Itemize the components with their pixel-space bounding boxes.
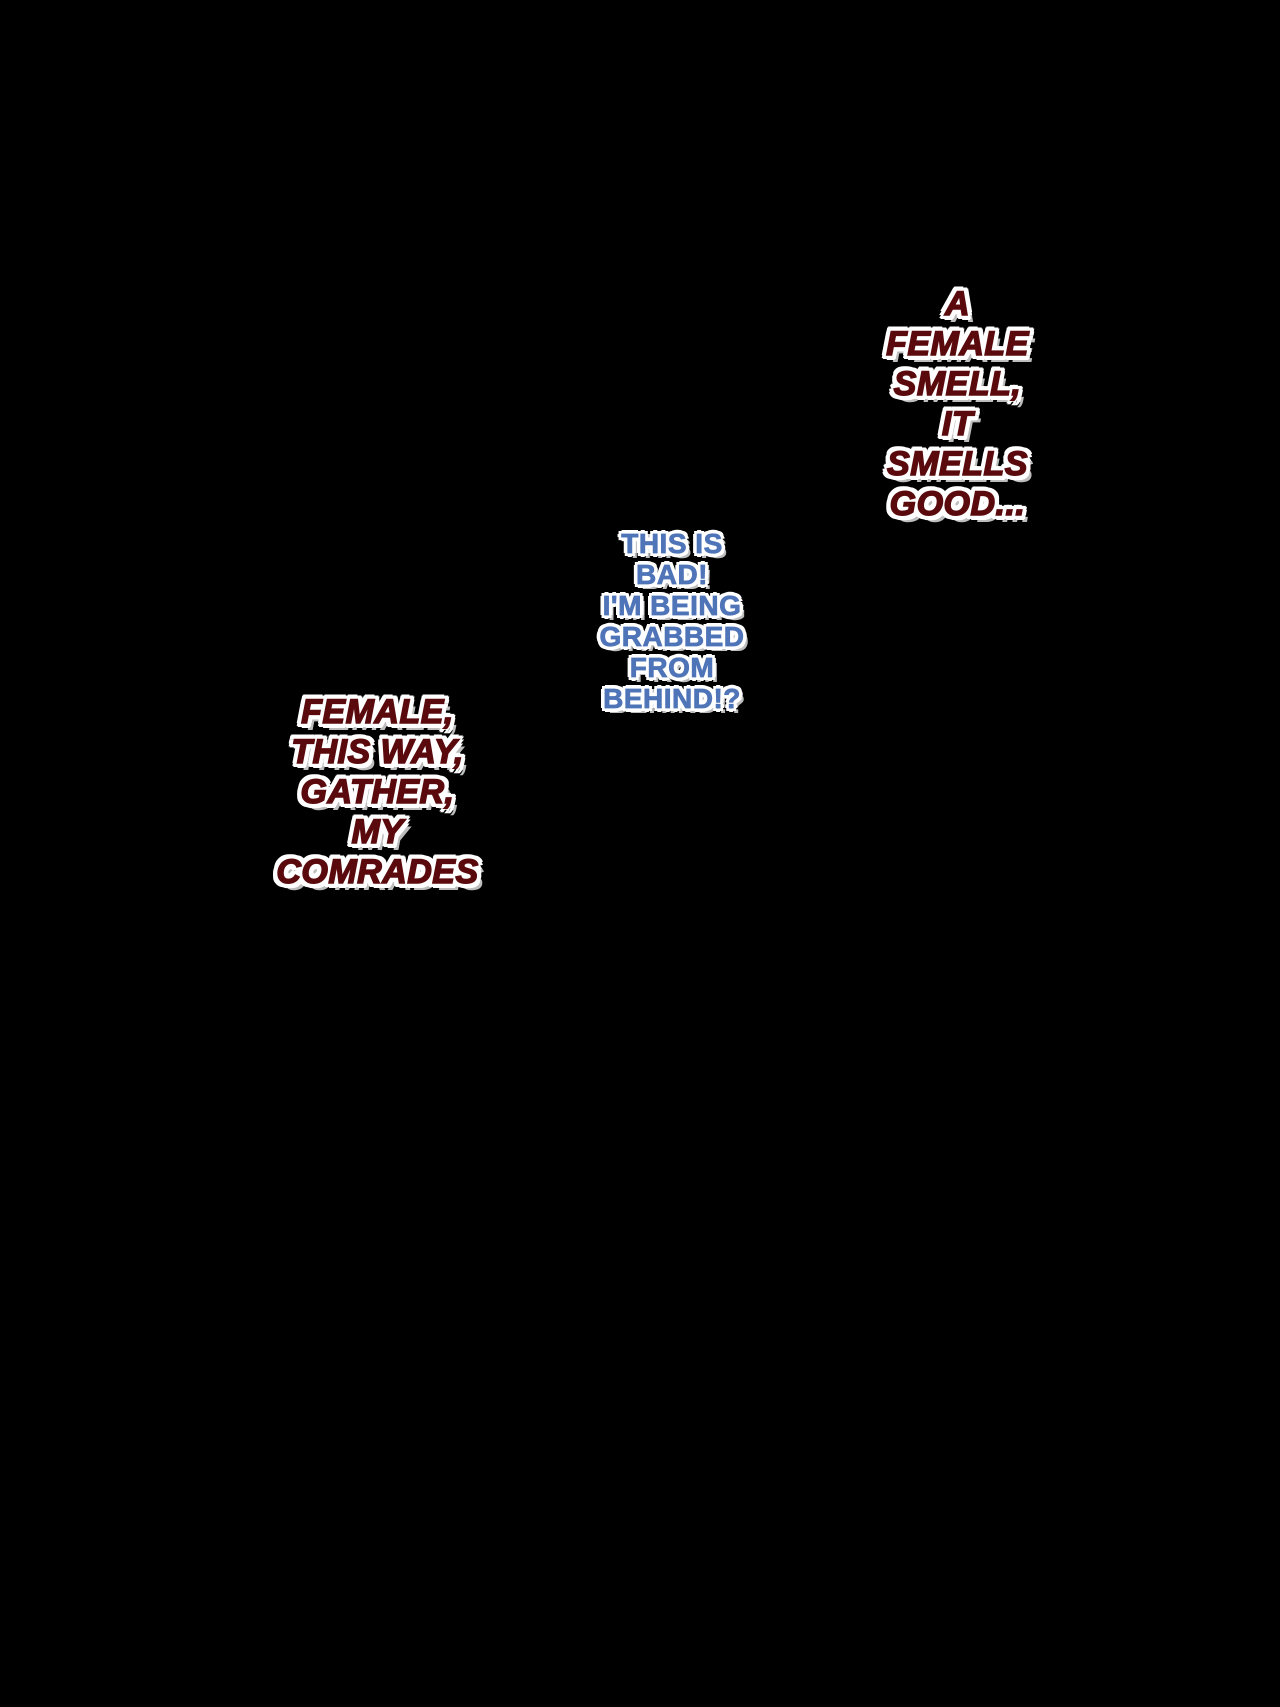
- caption-line: SMELL,: [893, 364, 1022, 404]
- caption-line: GOOD...: [889, 484, 1026, 524]
- caption-grabbed-from-behind: THIS IS BAD! I'M BEING GRABBED FROM BEHI…: [588, 528, 756, 715]
- caption-female-smell: A FEMALE SMELL, IT SMELLS GOOD...: [880, 284, 1035, 524]
- caption-line: IT: [941, 404, 974, 444]
- caption-line: GATHER,: [300, 772, 455, 812]
- caption-line: SMELLS: [886, 444, 1028, 484]
- caption-line: BAD!: [636, 559, 708, 591]
- caption-line: COMRADES: [276, 852, 479, 892]
- caption-line: I'M BEING: [602, 590, 742, 622]
- caption-line: GRABBED: [599, 621, 745, 653]
- caption-line: BEHIND!?: [603, 683, 741, 715]
- caption-line: A: [944, 284, 971, 324]
- caption-line: THIS IS: [621, 528, 723, 560]
- caption-line: MY: [351, 812, 404, 852]
- caption-line: THIS WAY,: [290, 732, 464, 772]
- caption-line: FEMALE: [885, 324, 1029, 364]
- caption-line: FEMALE,: [300, 692, 454, 732]
- caption-gather-comrades: FEMALE, THIS WAY, GATHER, MY COMRADES: [276, 692, 479, 892]
- caption-line: FROM: [629, 652, 715, 684]
